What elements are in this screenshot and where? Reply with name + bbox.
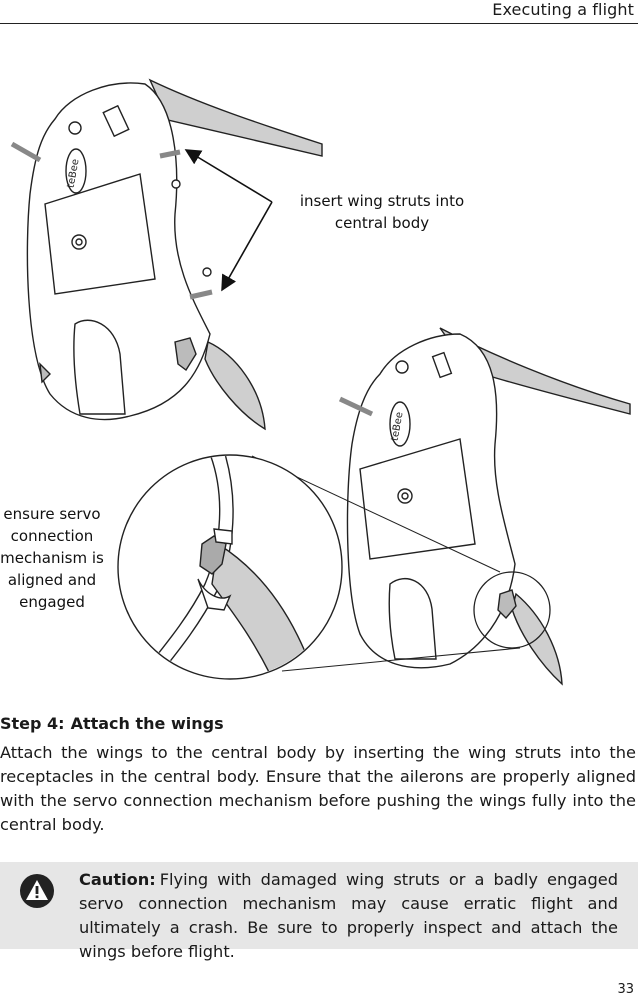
assembly-illustration: teBee teBee (0, 24, 638, 700)
step-heading: Step 4: Attach the wings (0, 714, 224, 733)
page-number: 33 (617, 982, 634, 997)
caution-text: Caution:Flying with damaged wing struts … (79, 868, 618, 964)
caution-box: Caution:Flying with damaged wing struts … (0, 862, 638, 949)
caution-message: Flying with damaged wing struts or a bad… (79, 870, 618, 961)
step-number: Step 4: (0, 714, 65, 733)
caution-label: Caution: (79, 870, 156, 889)
servo-callout: ensure servo connection mechanism is ali… (0, 503, 104, 613)
drone-body-upper: teBee (12, 80, 322, 429)
drone-body-lower: teBee (340, 328, 630, 684)
wing-struts-callout: insert wing struts into central body (272, 190, 492, 234)
step-body-text: Attach the wings to the central body by … (0, 741, 636, 837)
page-header-title: Executing a flight (492, 0, 634, 19)
magnified-inset (118, 454, 342, 681)
step-title: Attach the wings (71, 714, 224, 733)
warning-icon (19, 873, 55, 909)
